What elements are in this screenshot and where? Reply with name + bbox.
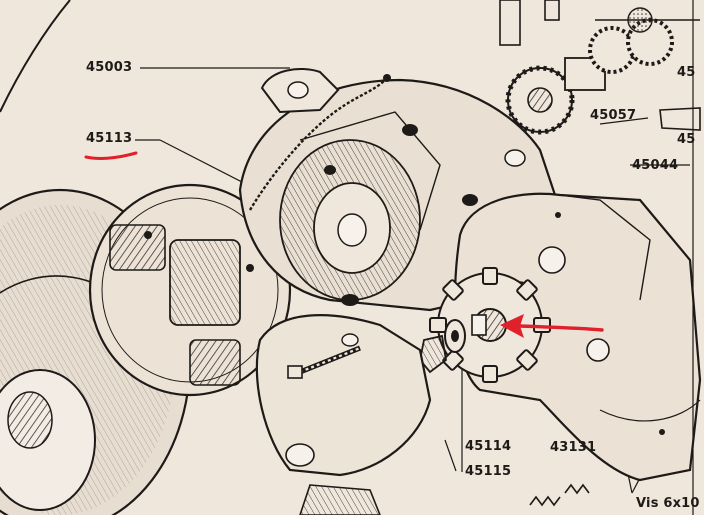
label-45114: 45114 — [465, 439, 512, 454]
label-45003: 45003 — [86, 60, 133, 75]
wire — [248, 79, 386, 211]
mounting-lug — [260, 68, 340, 114]
label-45113: 45113 — [86, 131, 133, 146]
label-45044: 45044 — [632, 158, 679, 173]
label-43131: 43131 — [550, 440, 597, 455]
red-arrow — [500, 314, 604, 338]
underline-mark — [84, 151, 138, 160]
label-edge-mid: 45 — [677, 132, 696, 147]
label-vis-6x10: Vis 6x10 — [636, 496, 700, 511]
gear-train — [499, 0, 701, 515]
label-edge-top: 45 — [677, 65, 696, 80]
springs — [529, 483, 590, 507]
label-45115: 45115 — [465, 464, 512, 479]
gearbox-cover — [454, 192, 702, 482]
washer-and-nut — [419, 319, 466, 374]
sprocket — [429, 267, 551, 383]
lower-cover-plate — [255, 314, 432, 515]
outline-curve — [0, 0, 71, 113]
label-45057: 45057 — [590, 108, 637, 123]
magneto-plate — [88, 183, 292, 397]
